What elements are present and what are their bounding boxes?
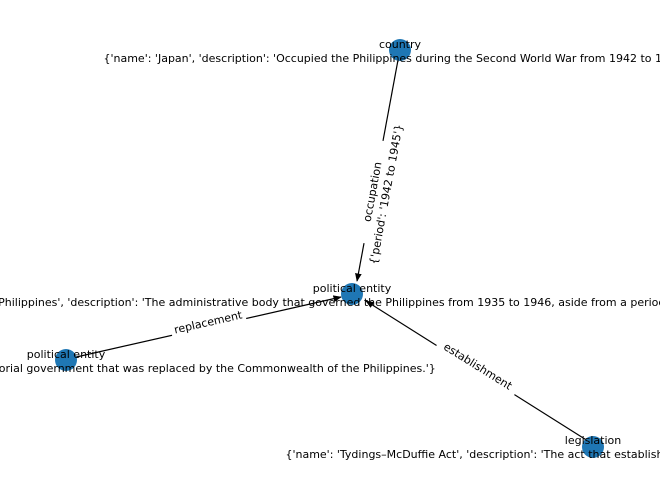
node-details-japan: {'name': 'Japan', 'description': 'Occupi… (103, 52, 660, 65)
node-type-japan: country (379, 38, 422, 51)
node-details-tydings: {'name': 'Tydings–McDuffie Act', 'descri… (285, 448, 660, 461)
node-insular (55, 349, 77, 371)
node-type-tydings: legislation (565, 434, 621, 447)
edge-occupation: occupation {'period': '1942 to 1945'} (355, 59, 406, 282)
node-details-insular: {'name': 'Insular Government', 'descript… (0, 362, 436, 375)
node-japan (389, 39, 411, 61)
node-type-insular: political entity (27, 348, 106, 361)
node-commonwealth (341, 283, 363, 305)
node-type-commonwealth: political entity (313, 282, 392, 295)
edge-label-replacement: replacement (173, 308, 244, 336)
node-details-commonwealth: {'name': 'Commonwealth of the Philippine… (0, 296, 660, 309)
edge-label-establishment: establishment (441, 340, 515, 393)
node-tydings (582, 436, 604, 458)
